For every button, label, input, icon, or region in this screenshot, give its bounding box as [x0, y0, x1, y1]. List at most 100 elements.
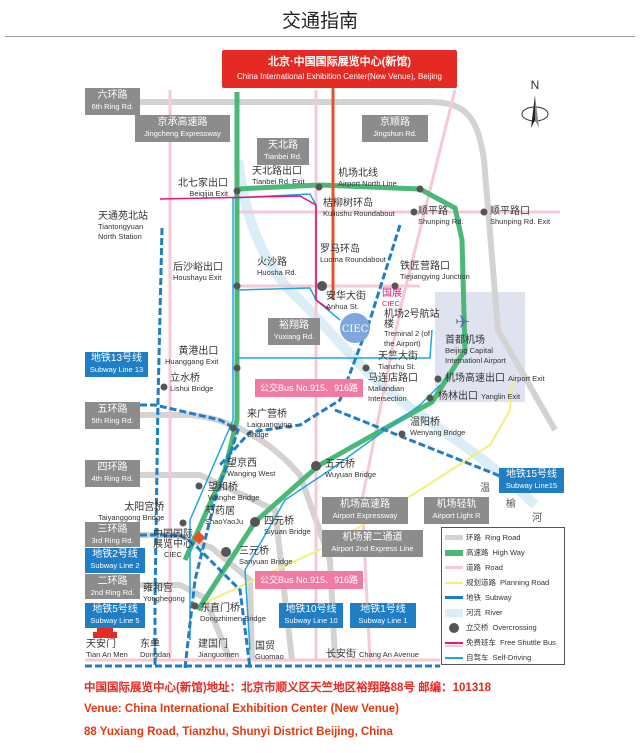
- label-text: Huosha Rd.: [257, 268, 297, 277]
- label-text: Subway Line 5: [90, 616, 140, 625]
- label-text: 天竺大街: [378, 351, 418, 362]
- label-text: 机场第二通道: [342, 532, 403, 543]
- label-text: Subway Line 10: [284, 616, 338, 625]
- label-text: 杨林出口: [438, 391, 478, 402]
- label-text: 免费班车: [466, 638, 496, 647]
- label-text: 4th Ring Rd.: [91, 474, 134, 483]
- label-text: Shunping Rd.: [418, 217, 464, 226]
- label-text: Dongdan: [140, 650, 171, 659]
- river-label: 榆: [506, 499, 516, 510]
- label-text: 环路: [466, 533, 481, 542]
- ciec-logo-text: CIEC: [342, 324, 369, 335]
- label-text: Subway Line15: [505, 481, 558, 490]
- label-text: 雍和宫: [143, 583, 173, 594]
- tiananmen-icon: [93, 632, 117, 638]
- label-text: Road: [485, 563, 503, 572]
- label-text: Beiqijia Exit: [189, 189, 228, 198]
- label-text: Houshayu Exit: [173, 273, 222, 282]
- bus-label: 公交Bus No.915、916路: [255, 379, 363, 397]
- label-text: 后沙峪出口: [173, 262, 223, 273]
- label-text: 地铁2号线: [92, 549, 138, 560]
- label-text: Anhua St.: [326, 302, 359, 311]
- label-text: Tianbei Rd.: [263, 152, 303, 161]
- river: [233, 159, 539, 509]
- label-text: Yonghegong: [143, 594, 185, 603]
- label-text: Wuyuan Bridge: [325, 470, 377, 479]
- label-text: 机场高速出口: [445, 373, 505, 384]
- legend-swatch: [445, 596, 463, 599]
- label-text: 温阳桥: [410, 417, 440, 428]
- label-text: Airport Light R: [432, 511, 481, 520]
- label-text: 铁匠营路口: [400, 261, 450, 272]
- compass-label: N: [530, 78, 540, 92]
- label-text: 地铁13号线: [90, 353, 143, 364]
- label-text: 京承高速路: [157, 117, 208, 128]
- label-text: 京顺路: [380, 117, 410, 128]
- label-text: 天北路: [268, 140, 298, 151]
- label-text: 地铁15号线: [505, 469, 558, 480]
- label-text: 顺平路: [418, 206, 448, 217]
- label-text: Overcrossing: [492, 623, 537, 632]
- label-text: 桔柳树环岛: [323, 198, 373, 209]
- label-text: 河流: [466, 608, 481, 617]
- old-venue-marker: [192, 531, 206, 545]
- label-text: 高速路: [466, 548, 489, 557]
- legend-swatch: [445, 622, 463, 633]
- label-text: 规划道路: [466, 578, 496, 587]
- airplane-icon: ✈: [455, 312, 470, 332]
- label-text: Subway Line 1: [358, 616, 408, 625]
- address-en-street: 88 Yuxiang Road, Tianzhu, Shunyi Distric…: [84, 726, 393, 738]
- label-text: Subway: [485, 593, 512, 602]
- planning-road: [199, 379, 513, 606]
- label-text: Wenyang Bridge: [410, 428, 466, 437]
- label-text: Jingshun Rd.: [373, 129, 417, 138]
- label-text: Taiyanggong Bridge: [98, 513, 165, 522]
- label-text: Yanglin Exit: [481, 392, 521, 401]
- roads: [85, 89, 560, 662]
- label-text: 三环路: [97, 524, 128, 535]
- label-text: 马连店路口: [368, 373, 418, 384]
- label-text: Tiantongyuan North Station: [98, 222, 144, 241]
- label-text: High Way: [492, 548, 525, 557]
- label-text: Kuliushu Roundabout: [323, 209, 395, 218]
- label-text: 四元桥: [264, 516, 294, 527]
- label-text: Beijing Capital Internationl Airport: [445, 346, 506, 365]
- label-text: Shunping Rd. Exit: [490, 217, 551, 226]
- river-label: 温: [480, 483, 490, 494]
- label-text: 黄港出口: [178, 346, 219, 357]
- label-text: Airport North Line: [338, 179, 397, 188]
- label-text: Chang An Avenue: [359, 650, 419, 659]
- label-text: 立水桥: [170, 373, 200, 384]
